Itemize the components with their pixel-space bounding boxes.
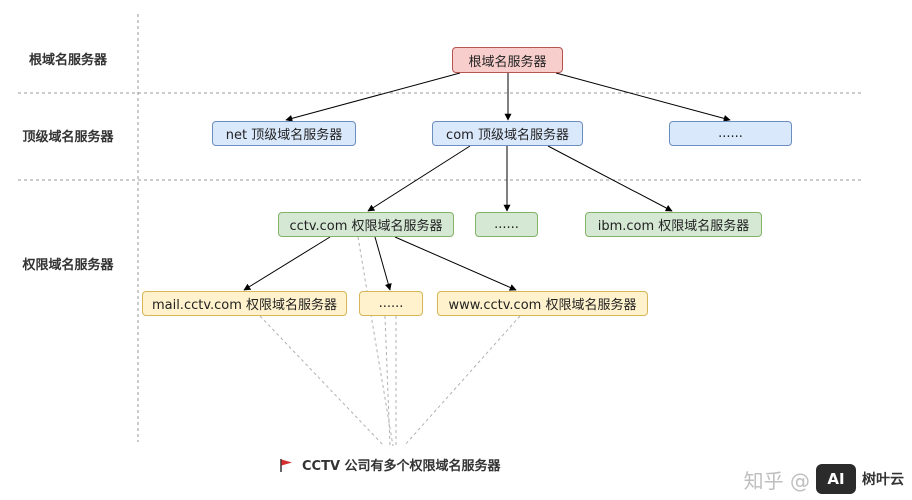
node-sub-more: ......	[359, 291, 423, 316]
arrow-root-to-tld-more	[555, 72, 731, 122]
arrow-com-to-cctv	[367, 145, 471, 212]
node-authoritative-more: ......	[475, 212, 538, 237]
note-line-sub-more-left	[384, 315, 391, 447]
arrow-cctv-to-mail	[243, 236, 331, 291]
watermark-text: 知乎 @	[743, 468, 810, 493]
annotation-note: CCTV 公司有多个权限域名服务器	[278, 455, 501, 474]
row-label-authoritative: 权限域名服务器	[22, 258, 114, 273]
arrow-cctv-to-www	[394, 236, 517, 291]
note-line-cctv	[357, 236, 394, 447]
watermark: 知乎 @ AI 树叶云	[744, 464, 904, 494]
node-www-cctv-server: www.cctv.com 权限域名服务器	[437, 291, 648, 316]
node-com-tld-server: com 顶级域名服务器	[432, 121, 583, 146]
note-line-www	[403, 315, 521, 447]
node-mail-cctv-server: mail.cctv.com 权限域名服务器	[142, 291, 347, 316]
red-flag-icon	[280, 458, 292, 472]
arrow-com-to-ibm	[547, 145, 673, 212]
node-ibm-authoritative-server: ibm.com 权限域名服务器	[585, 212, 762, 237]
annotation-text: CCTV 公司有多个权限域名服务器	[302, 459, 501, 474]
note-line-mail	[259, 315, 385, 447]
node-cctv-authoritative-server: cctv.com 权限域名服务器	[278, 212, 454, 237]
node-root-server: 根域名服务器	[452, 47, 563, 73]
arrow-root-to-net	[285, 72, 461, 122]
arrow-cctv-to-sub-more	[374, 236, 392, 291]
row-label-root: 根域名服务器	[28, 53, 107, 68]
node-tld-more: ......	[669, 121, 792, 146]
watermark-badge: AI	[816, 464, 856, 494]
watermark-brand: 树叶云	[862, 472, 904, 488]
row-label-top-level: 顶级域名服务器	[22, 130, 114, 145]
node-net-tld-server: net 顶级域名服务器	[212, 121, 356, 146]
